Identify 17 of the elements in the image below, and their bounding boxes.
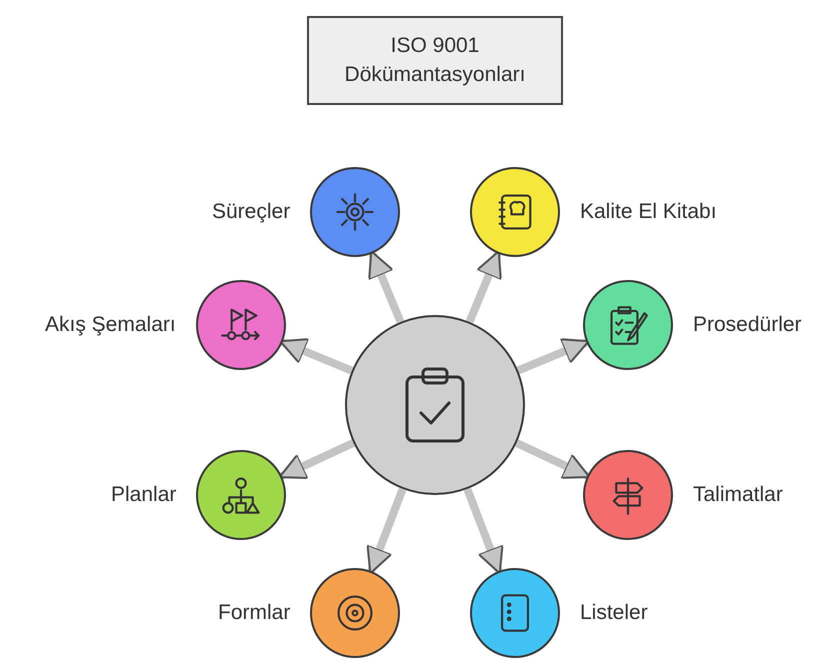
arrow: [516, 338, 590, 374]
node-label: Planlar: [111, 483, 176, 507]
arrow: [514, 439, 591, 480]
node-label: Formlar: [218, 601, 290, 625]
arrow: [368, 250, 404, 324]
title-box: ISO 9001 Dökümantasyonları: [307, 16, 563, 105]
node-label: Talimatlar: [693, 483, 783, 507]
node-label: Listeler: [580, 601, 648, 625]
arrow: [278, 439, 356, 480]
node-label: Süreçler: [212, 200, 290, 224]
node-label: Kalite El Kitabı: [580, 200, 717, 224]
arrow: [466, 250, 502, 324]
node-label: Akış Şemaları: [45, 313, 176, 337]
node-label: Prosedürler: [693, 313, 802, 337]
arrow: [464, 488, 504, 574]
arrow: [279, 338, 354, 374]
arrow: [366, 488, 406, 574]
